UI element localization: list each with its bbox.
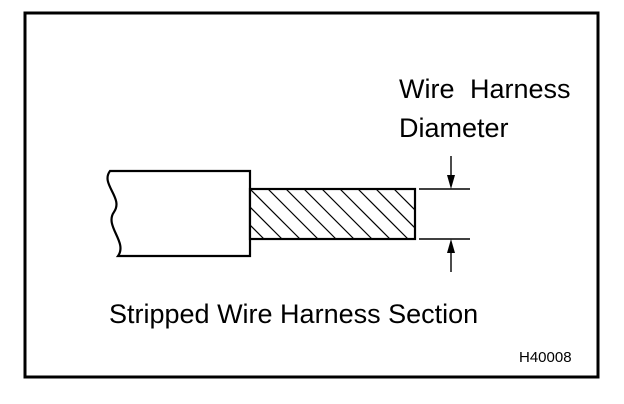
diameter-label-line1: Wire Harness: [399, 74, 571, 104]
conductor-hatching: [250, 189, 415, 239]
stripped-conductor: [248, 187, 417, 241]
insulation-jacket: [106, 169, 252, 258]
diameter-label-line2: Diameter: [399, 113, 509, 143]
dimension-arrow-top: [447, 156, 455, 189]
figure-code: H40008: [519, 349, 572, 366]
dimension-arrow-bottom: [447, 239, 455, 272]
figure-frame: [23, 11, 600, 379]
figure-caption: Stripped Wire Harness Section: [109, 299, 479, 329]
